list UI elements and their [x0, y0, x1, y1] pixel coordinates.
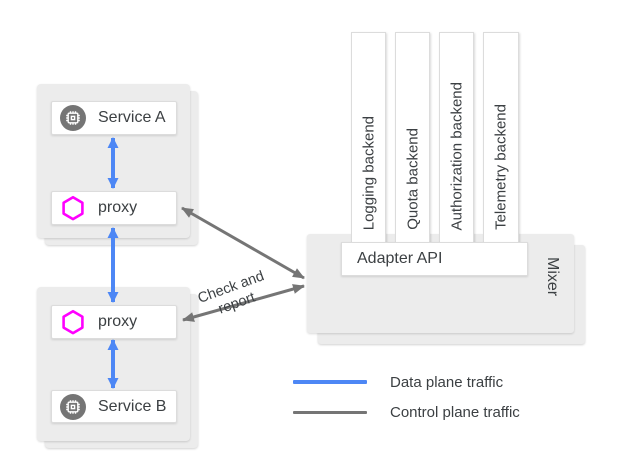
- legend-item-data-plane: Data plane traffic: [293, 371, 520, 393]
- legend-item-control-plane: Control plane traffic: [293, 401, 520, 423]
- proxy-a-node: proxy: [51, 191, 177, 225]
- chip-icon: [60, 105, 86, 131]
- backend-label: Quota backend: [404, 128, 421, 230]
- backend-label: Telemetry backend: [492, 104, 510, 230]
- backend-label: Logging backend: [360, 115, 377, 230]
- chip-icon: [60, 393, 86, 420]
- backend-column-logging: Logging backend: [351, 32, 386, 243]
- proxy-a-label: proxy: [98, 199, 138, 216]
- service-b-label: Service B: [98, 397, 167, 415]
- hexagon-icon: [60, 309, 86, 336]
- pod-b-card: proxy Service B: [37, 287, 190, 441]
- backend-column-authorization: Authorization backend: [439, 32, 474, 243]
- service-a-label: Service A: [98, 109, 166, 126]
- legend: Data plane traffic Control plane traffic: [293, 371, 520, 431]
- hexagon-icon: [60, 195, 86, 222]
- legend-label: Data plane traffic: [390, 373, 504, 391]
- backend-label: Authorization backend: [448, 81, 465, 230]
- backend-column-quota: Quota backend: [395, 32, 430, 243]
- mixer-label: Mixer: [544, 257, 561, 297]
- adapter-api-node: Adapter API: [341, 242, 528, 276]
- control-plane-line-swatch: [293, 410, 367, 414]
- service-a-node: Service A: [51, 101, 177, 135]
- legend-label: Control plane traffic: [390, 403, 520, 421]
- proxy-b-node: proxy: [51, 305, 177, 339]
- data-plane-line-swatch: [293, 380, 367, 384]
- control-plane-arrow-proxya-mixer: [181, 206, 305, 280]
- service-b-node: Service B: [51, 390, 177, 423]
- proxy-b-label: proxy: [98, 313, 138, 330]
- backend-column-telemetry: Telemetry backend: [483, 32, 519, 243]
- pod-a-card: Service A proxy: [37, 84, 190, 238]
- adapter-api-label: Adapter API: [357, 250, 443, 267]
- check-and-report-label: Check and report: [195, 268, 267, 318]
